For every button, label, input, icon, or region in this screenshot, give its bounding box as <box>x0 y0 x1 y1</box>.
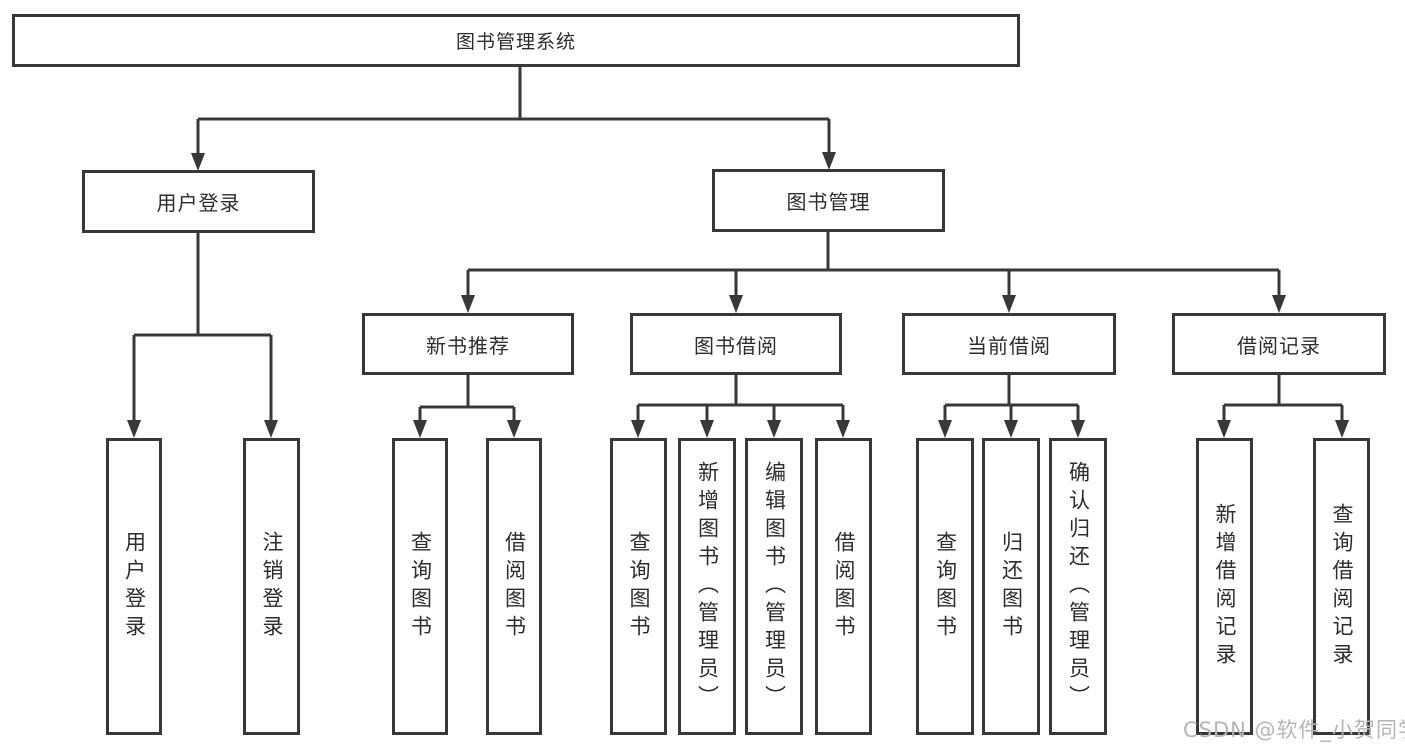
leaf-br-add-borrow-record: 新增借阅记录 <box>1196 438 1253 735</box>
node-borrowing-records: 借阅记录 <box>1172 313 1386 375</box>
node-label: 查询图书 <box>408 530 433 643</box>
leaf-user-login: 用户登录 <box>106 438 162 735</box>
node-label: 查询图书 <box>627 530 651 643</box>
leaf-cb-return-books: 归还图书 <box>982 438 1040 735</box>
node-current-borrowing: 当前借阅 <box>902 313 1116 375</box>
node-label: 图书借阅 <box>694 333 778 358</box>
leaf-br-search-borrow-record: 查询借阅记录 <box>1313 438 1370 735</box>
node-label: 新增借阅记录 <box>1213 502 1237 671</box>
leaf-bb-add-books-admin: 新增图书（管理员） <box>678 438 736 735</box>
node-label: 注销登录 <box>260 530 284 643</box>
csdn-watermark: CSDN @软件_小贺同学 <box>1183 718 1405 742</box>
node-label: 归还图书 <box>999 530 1024 643</box>
node-book-borrowing: 图书借阅 <box>630 313 842 375</box>
leaf-nbr-borrow-books: 借阅图书 <box>486 438 542 735</box>
node-new-book-recommendation: 新书推荐 <box>362 313 574 375</box>
node-book-management: 图书管理 <box>712 169 945 232</box>
node-label: 查询借阅记录 <box>1330 502 1354 671</box>
node-label: 新增图书（管理员） <box>695 460 720 713</box>
node-label: 确认归还（管理员） <box>1066 460 1091 713</box>
node-label: 图书管理系统 <box>455 31 576 53</box>
node-label: 借阅记录 <box>1237 333 1321 358</box>
node-library-management-system: 图书管理系统 <box>12 14 1020 67</box>
node-label: 借阅图书 <box>832 530 856 643</box>
node-label: 借阅图书 <box>502 530 527 643</box>
leaf-cb-search-books: 查询图书 <box>916 438 974 735</box>
leaf-bb-borrow-books: 借阅图书 <box>815 438 872 735</box>
leaf-bb-edit-books-admin: 编辑图书（管理员） <box>745 438 803 735</box>
node-label: 编辑图书（管理员） <box>762 460 787 713</box>
leaf-cb-confirm-return-admin: 确认归还（管理员） <box>1049 438 1107 735</box>
node-label: 用户登录 <box>122 530 147 643</box>
node-label: 图书管理 <box>786 190 871 214</box>
node-label: 查询图书 <box>933 530 958 643</box>
node-label: 当前借阅 <box>967 333 1051 358</box>
node-label: 用户登录 <box>156 191 241 215</box>
leaf-logout: 注销登录 <box>243 438 300 735</box>
leaf-nbr-search-books: 查询图书 <box>392 438 448 735</box>
node-user-login: 用户登录 <box>82 170 315 233</box>
node-label: 新书推荐 <box>426 333 510 358</box>
leaf-bb-search-books: 查询图书 <box>610 438 667 735</box>
